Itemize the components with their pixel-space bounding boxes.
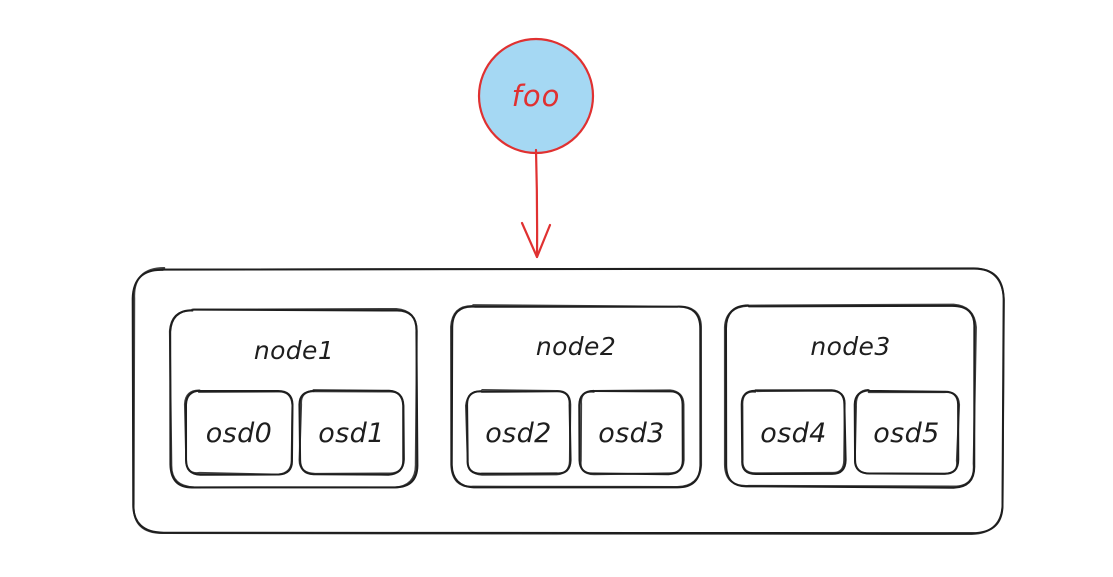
osd-label: osd5 <box>873 418 940 449</box>
osd-box-osd3[interactable]: osd3 <box>578 389 685 476</box>
osd-label: osd1 <box>318 418 385 449</box>
node-box-outline-secondary <box>723 303 977 488</box>
node-box-outline-secondary <box>168 307 418 489</box>
osd-box-osd1[interactable]: osd1 <box>298 389 405 476</box>
arrow-shaft <box>534 148 539 259</box>
node-group-node2[interactable]: node2 osd2 osd3 <box>450 304 703 489</box>
osd-box-osd0[interactable]: osd0 <box>183 389 294 476</box>
arrow-head-icon <box>520 221 552 259</box>
cluster-outline-stroke-b <box>132 267 1005 536</box>
node-label: node3 <box>810 332 890 361</box>
osd-box-osd2[interactable]: osd2 <box>465 389 572 476</box>
osd-label: osd2 <box>485 418 552 449</box>
node-box-outline-secondary <box>450 304 703 488</box>
node-label: node1 <box>254 336 334 365</box>
osd-label: osd3 <box>598 418 665 449</box>
osd-box-outline-secondary <box>465 389 572 476</box>
osd-box-outline-secondary <box>854 388 961 475</box>
osd-box-osd4[interactable]: osd4 <box>740 389 847 475</box>
osd-box-outline-secondary <box>579 389 685 476</box>
cluster-outline-stroke-a <box>131 267 1005 535</box>
node-layer: node1 osd0 osd1 node2 osd2 osd3 node3 osd4 osd5 <box>168 303 977 489</box>
node-group-node3[interactable]: node3 osd4 osd5 <box>723 303 977 489</box>
osd-box-osd5[interactable]: osd5 <box>853 388 961 475</box>
cluster-container[interactable] <box>131 267 1005 536</box>
osd-box-outline-secondary <box>183 389 294 476</box>
osd-label: osd4 <box>760 418 827 449</box>
pool-label: foo <box>512 79 561 113</box>
osd-label: osd0 <box>206 418 273 449</box>
pool-node-foo[interactable]: foo <box>477 37 595 155</box>
node-group-node1[interactable]: node1 osd0 osd1 <box>168 307 419 489</box>
osd-box-outline-secondary <box>298 389 405 475</box>
pool-to-cluster-arrow[interactable] <box>520 148 552 259</box>
node-label: node2 <box>536 332 616 361</box>
osd-box-outline-secondary <box>741 389 846 475</box>
